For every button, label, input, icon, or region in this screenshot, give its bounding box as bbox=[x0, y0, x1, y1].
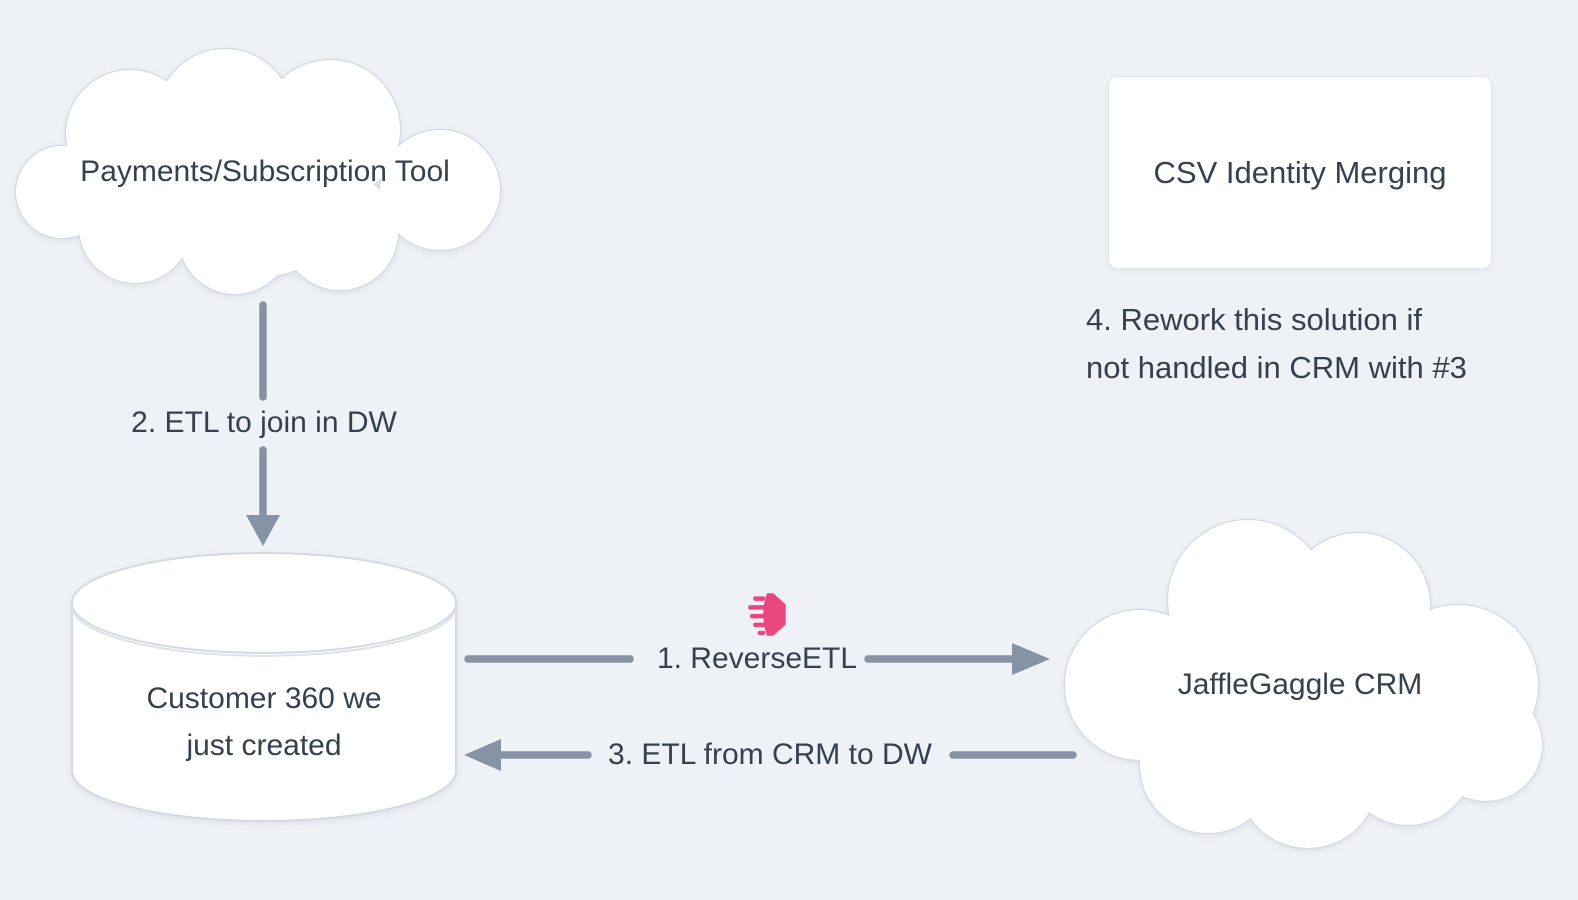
rework-note: 4. Rework this solution if not handled i… bbox=[1086, 296, 1467, 392]
rework-note-line2: not handled in CRM with #3 bbox=[1086, 350, 1467, 385]
reverse-etl-arrow-label: 1. ReverseETL bbox=[656, 642, 858, 675]
customer360-cylinder-shape bbox=[71, 552, 457, 822]
hightouch-logo-icon bbox=[748, 593, 786, 636]
reverse-etl-arrowhead-icon bbox=[1012, 643, 1050, 675]
etl-from-crm-arrow-label: 3. ETL from CRM to DW bbox=[608, 738, 932, 771]
payments-cloud-shape bbox=[14, 47, 502, 296]
etl-join-arrow-label: 2. ETL to join in DW bbox=[131, 406, 397, 439]
csv-box-label: CSV Identity Merging bbox=[1153, 154, 1447, 190]
csv-identity-merging-box: CSV Identity Merging bbox=[1108, 76, 1492, 269]
etl-join-arrowhead-icon bbox=[246, 515, 280, 546]
rework-note-line1: 4. Rework this solution if bbox=[1086, 302, 1422, 337]
crm-cloud-label: JaffleGaggle CRM bbox=[1177, 668, 1423, 701]
crm-cloud-shape bbox=[1063, 518, 1544, 850]
payments-cloud-label: Payments/Subscription Tool bbox=[80, 155, 450, 188]
cylinder-label-line2: just created bbox=[186, 729, 342, 762]
etl-from-crm-arrowhead-icon bbox=[464, 739, 501, 771]
customer360-cylinder-label: Customer 360 we just created bbox=[146, 675, 381, 769]
cylinder-label-line1: Customer 360 we bbox=[146, 682, 382, 715]
